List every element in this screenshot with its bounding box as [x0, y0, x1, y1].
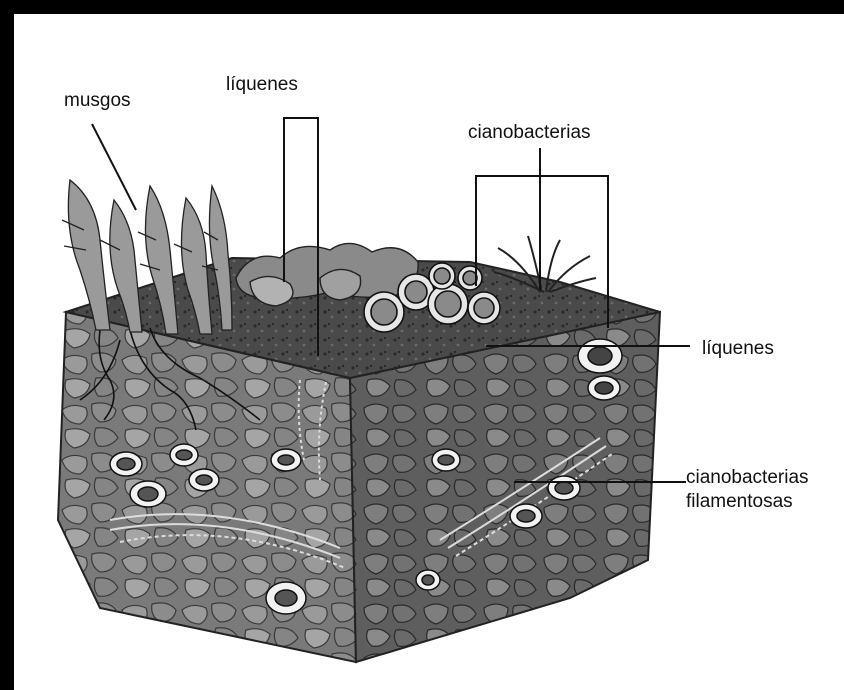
- leader-musgos: [92, 124, 136, 210]
- label-cianobacterias: cianobacterias: [468, 122, 591, 143]
- label-musgos: musgos: [64, 90, 131, 111]
- label-liquenes-right: líquenes: [702, 338, 774, 359]
- label-cianobacterias-filamentosas-line1: cianobacterias: [686, 467, 809, 488]
- label-cianobacterias-filamentosas-line2: filamentosas: [686, 491, 793, 512]
- label-liquenes-top: líquenes: [226, 74, 298, 95]
